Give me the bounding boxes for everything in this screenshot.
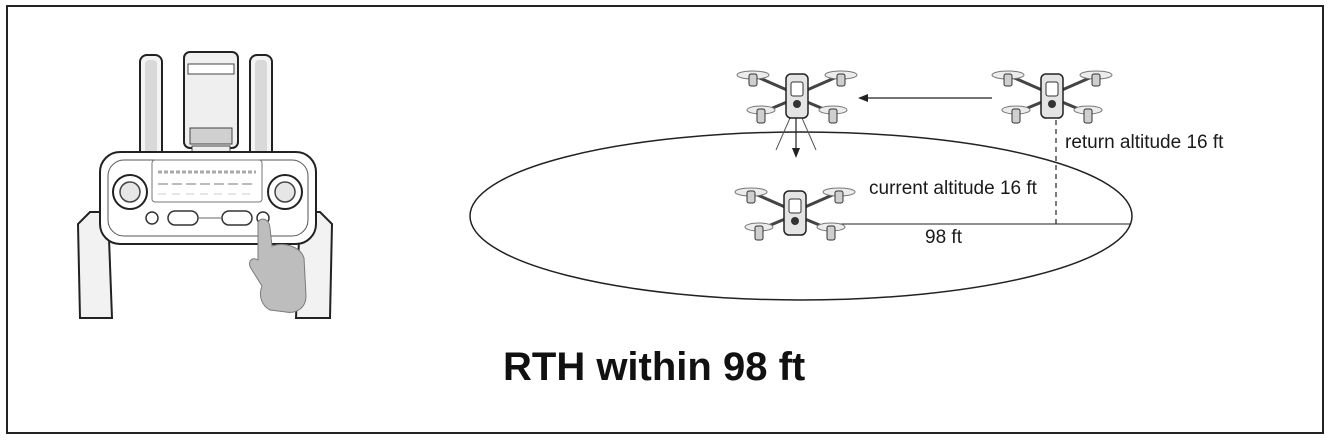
return-arrow <box>858 94 992 102</box>
current-altitude-label: current altitude 16 ft <box>869 178 1037 199</box>
drone-icon-return-position <box>990 69 1114 125</box>
distance-label: 98 ft <box>925 227 962 248</box>
remote-controller <box>76 51 334 319</box>
return-altitude-label: return altitude 16 ft <box>1065 132 1224 153</box>
diagram-caption: RTH within 98 ft <box>503 345 806 389</box>
descent-arrow <box>775 114 817 158</box>
drone-icon-landing-position <box>735 69 859 125</box>
flight-range-ellipse <box>469 131 1133 301</box>
finger-icon <box>249 218 307 313</box>
drone-icon-current-position <box>733 186 857 242</box>
